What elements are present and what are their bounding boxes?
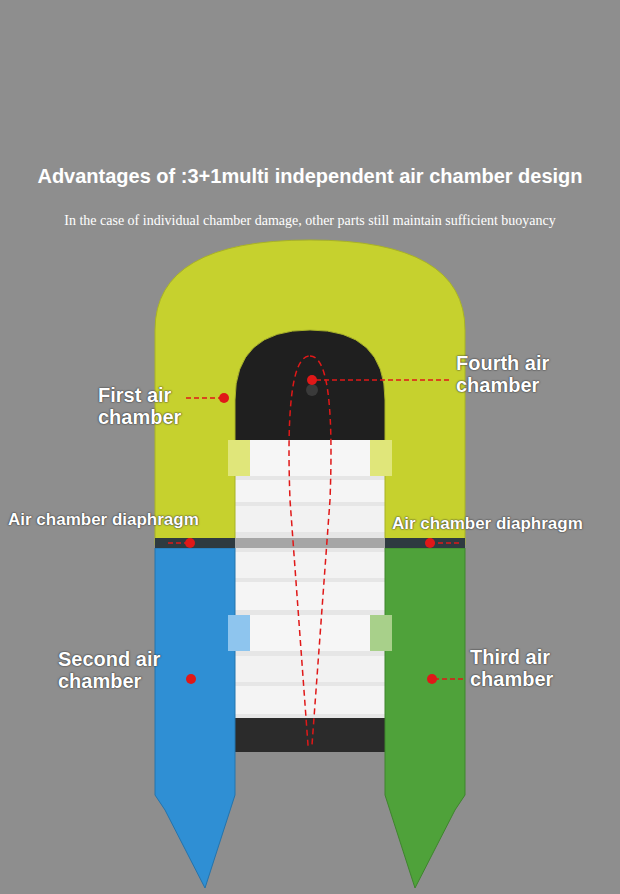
leader-line [316, 379, 450, 381]
floor-slat [232, 480, 388, 502]
callout-label: Second air chamber [58, 648, 186, 692]
callout-label: Air chamber diaphragm [8, 510, 238, 530]
floor-board [232, 440, 388, 720]
seat-end [228, 615, 250, 651]
callout-dot [307, 375, 317, 385]
seat [228, 440, 392, 476]
callout-dot [186, 674, 196, 684]
floor-slat [232, 506, 388, 532]
keel-chamber-outline [289, 356, 331, 745]
diaphragm-band [235, 538, 385, 548]
third-chamber-tube [385, 548, 465, 888]
seat-end [228, 440, 250, 476]
callout-dot [219, 393, 229, 403]
floor-slat [232, 552, 388, 578]
floor-slat [232, 656, 388, 682]
leader-line [186, 397, 222, 399]
callout-dot [425, 538, 435, 548]
seat-end [370, 615, 392, 651]
callout-label: Air chamber diaphragm [392, 514, 616, 534]
leader-line [434, 678, 466, 680]
transom [235, 718, 385, 752]
floor-slats [232, 440, 388, 720]
floor-slat [232, 582, 388, 610]
callout-dot [185, 538, 195, 548]
callout-label: Third air chamber [470, 646, 610, 690]
callout-label: Fourth air chamber [456, 352, 606, 396]
first-chamber-tube [155, 240, 465, 545]
diagram-title: Advantages of :3+1multi independent air … [5, 165, 615, 188]
diagram-caption: In the case of individual chamber damage… [5, 213, 615, 229]
bow-fitting [306, 384, 318, 396]
second-chamber-tube [155, 548, 235, 888]
diaphragm-band [385, 538, 465, 548]
seat [228, 615, 392, 651]
floor-slat [232, 686, 388, 714]
diaphragm-band [155, 538, 235, 548]
callout-dot [427, 674, 437, 684]
seat-end [370, 440, 392, 476]
callout-label: First air chamber [98, 384, 220, 428]
